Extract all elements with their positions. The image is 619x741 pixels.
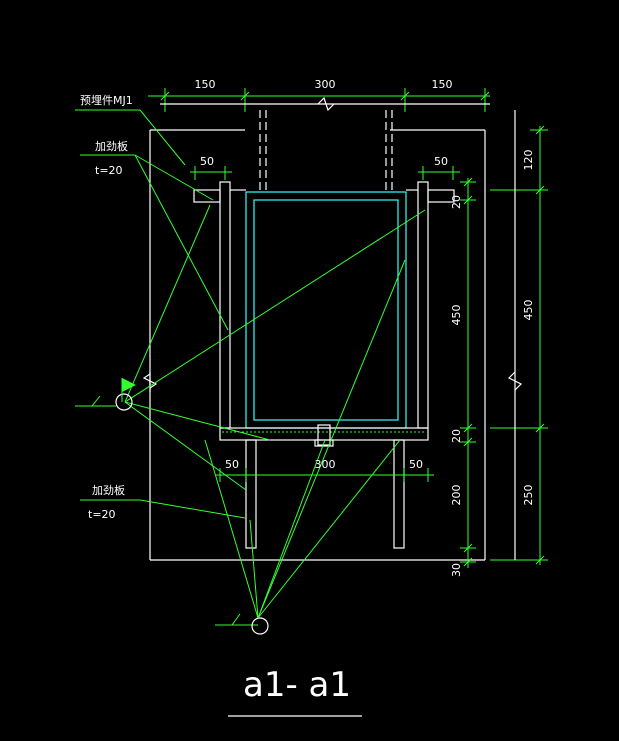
dim-base-right-50: 50: [409, 458, 423, 471]
embed-part-lines: [259, 110, 393, 190]
dim-top-left: 150: [195, 78, 216, 91]
dim-right-450: 450: [522, 300, 535, 321]
dim-upper-right-50: 50: [434, 155, 448, 168]
side-plates: [193, 181, 455, 429]
label-embed-part: 预埋件MJ1: [80, 94, 133, 107]
dim-upper-left-50: 50: [200, 155, 214, 168]
dim-top-right: 150: [432, 78, 453, 91]
top-dimension: [148, 88, 490, 112]
dim-inner-30: 30: [450, 563, 463, 577]
dim-top-mid: 300: [315, 78, 336, 91]
dim-base-left-50: 50: [225, 458, 239, 471]
label-stiffener-top: 加劲板: [95, 139, 128, 153]
dim-inner-20-bot: 20: [450, 429, 463, 443]
inner-dimensions: [460, 177, 476, 568]
dim-right-120: 120: [522, 150, 535, 171]
dim-right-250: 250: [522, 485, 535, 506]
label-stiffener-bottom-t: t=20: [88, 508, 116, 521]
dim-base-mid-300: 300: [315, 458, 336, 471]
dim-inner-20-top: 20: [450, 195, 463, 209]
right-dimensions: [142, 110, 548, 565]
label-stiffener-top-t: t=20: [95, 164, 123, 177]
base-plate: [219, 424, 429, 447]
leader-lines: [75, 109, 426, 635]
steel-column: [245, 191, 407, 429]
concrete-outline: [149, 129, 486, 561]
section-title: a1- a1: [243, 665, 351, 705]
support-legs: [245, 439, 405, 549]
upper-50-dims: [190, 166, 460, 180]
base-dims: [216, 468, 434, 482]
dim-inner-450: 450: [450, 305, 463, 326]
dim-inner-200: 200: [450, 485, 463, 506]
label-stiffener-bottom: 加劲板: [92, 483, 125, 497]
